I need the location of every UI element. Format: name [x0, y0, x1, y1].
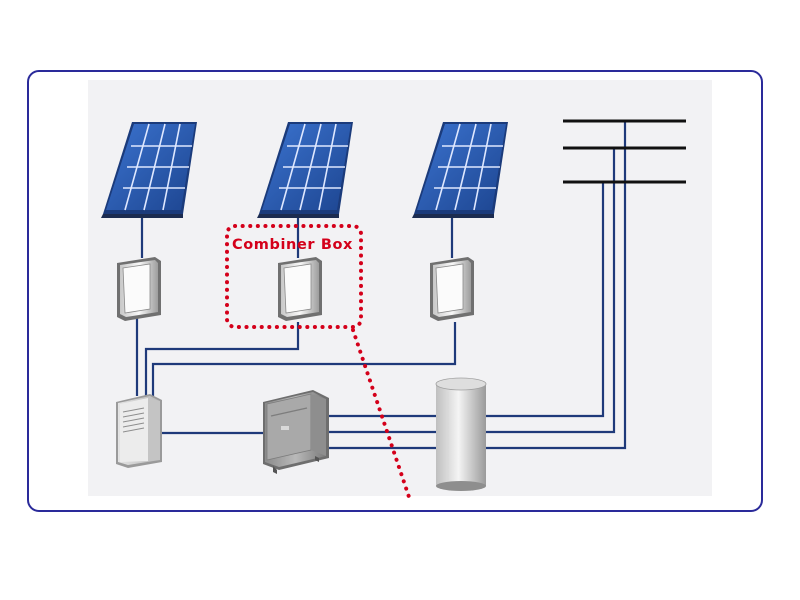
combiner-box-callout: Combiner Box — [225, 224, 411, 499]
solar-panel-3 — [412, 122, 508, 218]
callout-dotted-frame — [225, 224, 363, 329]
callout-dotted-pointer — [351, 328, 411, 499]
utility-grid-lines — [563, 119, 686, 184]
wire-cyl-pole-1 — [486, 182, 605, 418]
inverter-box — [263, 390, 329, 474]
wire-cyl-pole-2 — [486, 148, 616, 434]
solar-panel-1 — [101, 122, 197, 218]
combiner-box-2 — [278, 257, 322, 321]
dc-cabinet — [116, 394, 162, 468]
combiner-box-3 — [430, 257, 474, 321]
wire-cb3-cabinet — [151, 322, 457, 396]
callout-label: Combiner Box — [232, 237, 353, 253]
wire-cyl-pole-3 — [486, 121, 627, 450]
wire-cb2-cabinet — [144, 322, 300, 396]
wiring — [135, 121, 627, 450]
grid-connection-cabinet — [435, 377, 487, 491]
combiner-box-1 — [117, 257, 161, 321]
solar-panel-2 — [257, 122, 353, 218]
